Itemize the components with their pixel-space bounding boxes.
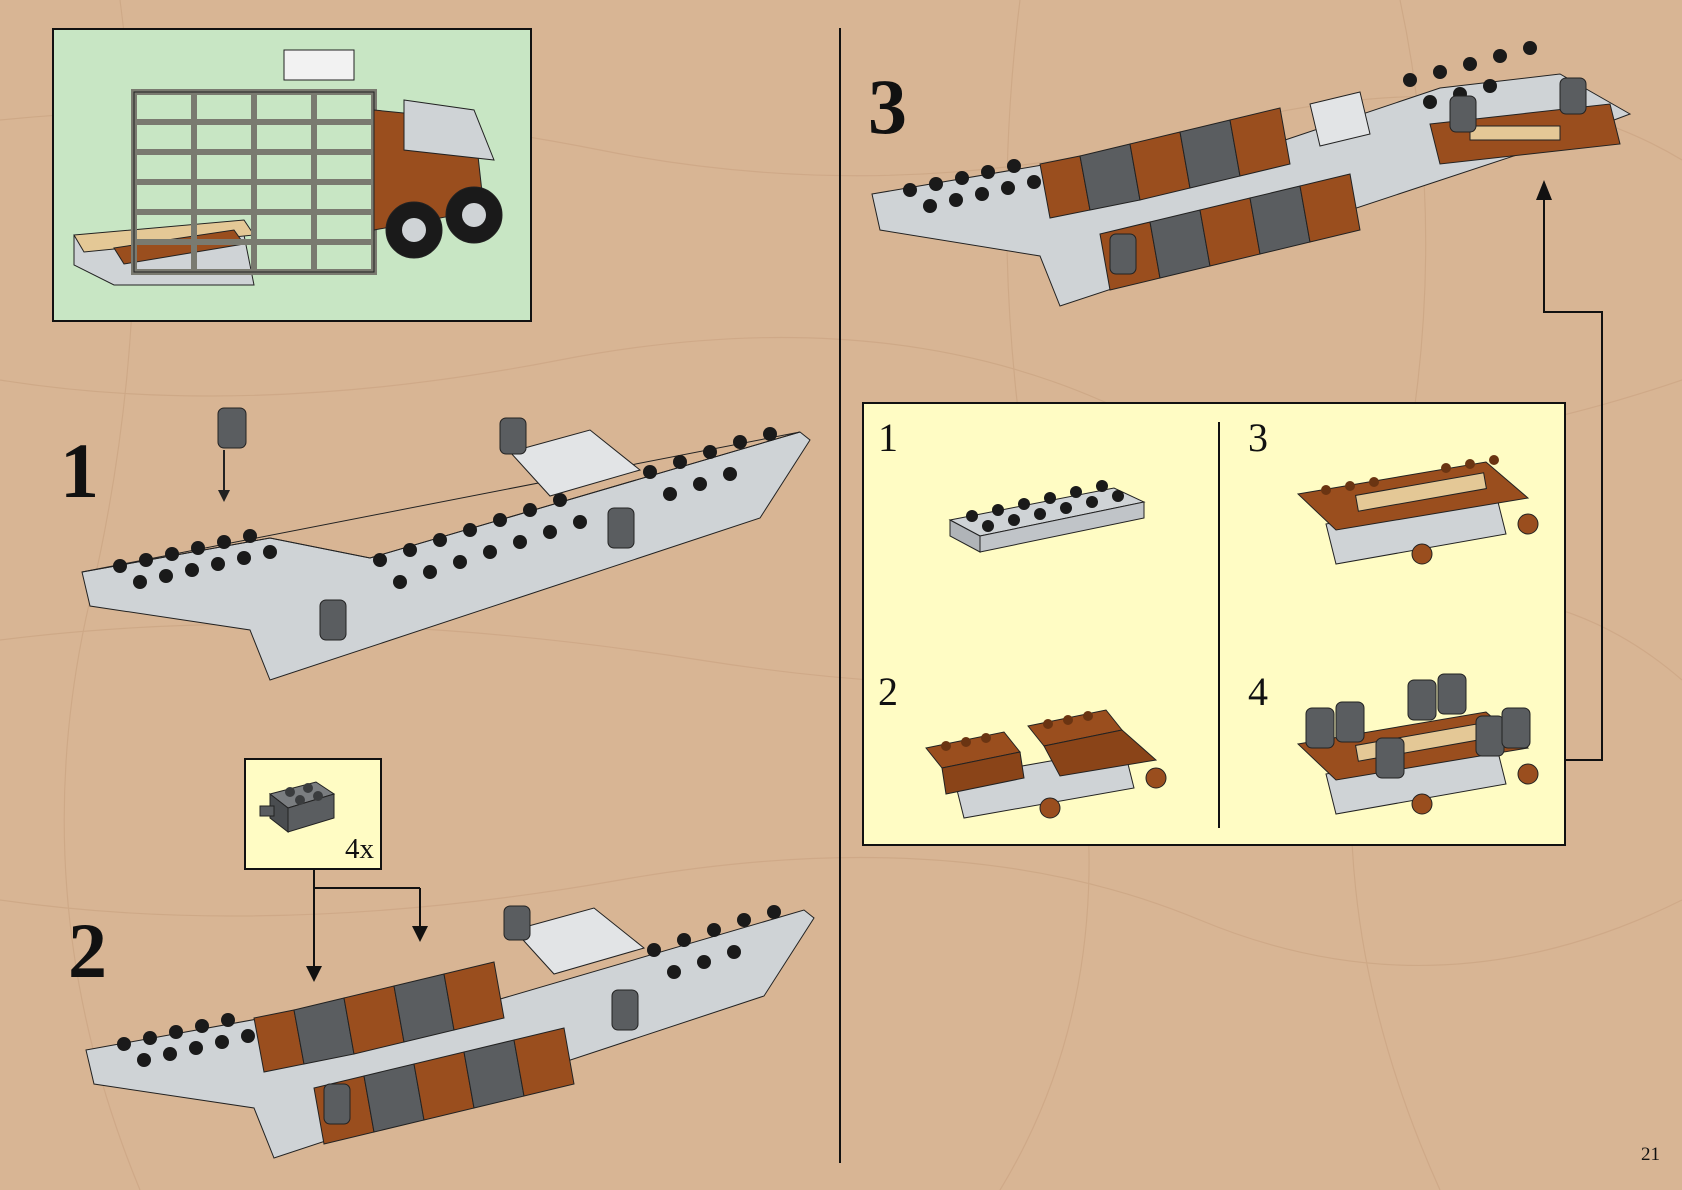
step-number-3: 3 bbox=[868, 63, 907, 150]
substep-number-1: 1 bbox=[878, 415, 898, 460]
page-divider bbox=[839, 28, 841, 1163]
callout-arrows bbox=[306, 870, 428, 982]
part-quantity: 4x bbox=[345, 833, 374, 865]
substep-number-2: 2 bbox=[878, 669, 898, 714]
step3-illustration bbox=[871, 41, 1632, 307]
step2-illustration bbox=[85, 905, 815, 1159]
substep3-axle-illustration bbox=[1296, 455, 1539, 565]
step-number-1: 1 bbox=[60, 427, 99, 514]
step1-illustration bbox=[81, 407, 811, 681]
dark-gray-brick-with-clip-icon bbox=[259, 781, 336, 834]
completed-model-preview bbox=[52, 28, 532, 322]
substep2-wheel-holders-illustration bbox=[925, 709, 1167, 819]
completed-truck-illustration bbox=[73, 49, 503, 286]
step-number-2: 2 bbox=[68, 907, 107, 994]
substep4-completed-axle-illustration bbox=[1296, 673, 1539, 815]
parts-callout: 4x bbox=[244, 758, 382, 870]
substep-number-3: 3 bbox=[1248, 415, 1268, 460]
substep-panel: 1 2 3 4 bbox=[862, 402, 1566, 846]
substep1-plate-illustration bbox=[948, 480, 1146, 553]
substep-connector-arrow bbox=[1536, 180, 1603, 761]
substep-number-4: 4 bbox=[1248, 669, 1268, 714]
substep-panel-divider bbox=[1218, 422, 1220, 828]
page-number: 21 bbox=[1641, 1144, 1660, 1165]
